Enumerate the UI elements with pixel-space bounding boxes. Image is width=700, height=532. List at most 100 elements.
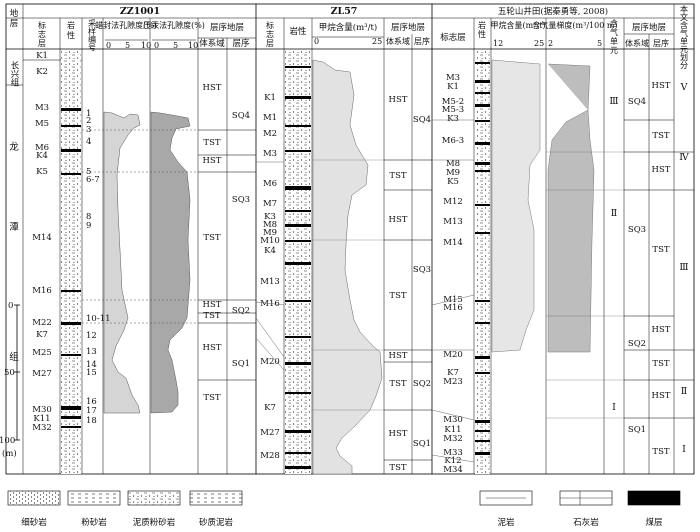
zl57-tract-label: TST <box>389 379 406 389</box>
legend-item: 石灰岩 <box>559 490 613 528</box>
cbm-unit-label: Ⅰ <box>682 444 686 455</box>
svg-text:岩: 岩 <box>478 20 486 30</box>
coal-seam <box>475 170 490 172</box>
coal-seam <box>475 142 490 145</box>
wulunshan-gas-tick: 12 <box>493 39 503 48</box>
coal-seam <box>285 452 311 454</box>
wulunshan-sequence-label: SQ3 <box>628 225 646 235</box>
legend-swatch <box>67 490 121 506</box>
coal-seam <box>285 125 311 127</box>
wulunshan-marker-label: M20 <box>443 350 463 360</box>
wulunshan-marker-label: M32 <box>443 434 463 444</box>
wulunshan-sequence-label: SQ2 <box>628 339 646 349</box>
zl57-marker-label: M20 <box>260 357 280 367</box>
wulunshan-gas-tick: 25 <box>534 39 544 48</box>
svg-text:号: 号 <box>88 43 96 52</box>
wulunshan-tract-label: HST <box>652 81 671 91</box>
wulunshan-marker-label: M34 <box>443 465 463 475</box>
zl57-tract-label: HST <box>389 429 408 439</box>
zl57-sequence-label: SQ1 <box>413 439 431 449</box>
zz1001-sample-label: 13 <box>86 347 97 357</box>
zl57-sequence-group-header: 层序地层 <box>391 22 425 33</box>
legend-label: 石灰岩 <box>573 517 599 528</box>
zz1001-tract-label: HST <box>203 300 222 310</box>
zl57-axis-tick: 0 <box>314 37 319 46</box>
zz1001-marker-label: M25 <box>32 348 52 358</box>
wulunshan-lithology-column <box>475 50 490 474</box>
svg-text:标: 标 <box>266 20 274 30</box>
zz1001-sequence-label: SQ1 <box>232 359 250 369</box>
coal-seam <box>475 120 490 122</box>
zl57-marker-header: 标志层 <box>266 20 274 48</box>
coal-seam <box>475 372 490 374</box>
coal-seam <box>61 125 81 127</box>
zz1001-tract-label: HST <box>203 83 222 93</box>
legend-item: 粉砂岩 <box>67 490 121 528</box>
legend: 细砂岩粉砂岩泥质粉砂岩砂质泥岩泥岩石灰岩煤层 <box>7 490 681 528</box>
longtan-formation-char: 龙 <box>9 141 19 153</box>
cbm-unit-label: Ⅱ <box>681 386 687 397</box>
coal-seam <box>285 336 311 338</box>
legend-label: 粉砂岩 <box>81 517 107 528</box>
wulunshan-tract-label: TST <box>652 131 669 141</box>
zl57-tract-label: TST <box>389 291 406 301</box>
correlation-lines <box>255 119 475 463</box>
zl57-marker-label: K4 <box>264 246 276 256</box>
wulunshan-gas-unit-label: Ⅰ <box>612 402 616 413</box>
svg-text:层: 层 <box>10 19 19 29</box>
coal-seam <box>61 108 81 111</box>
longtan-formation-char: 潭 <box>9 221 19 233</box>
zl57-tract-label: TST <box>389 463 406 473</box>
legend-swatch <box>127 490 181 506</box>
legend-label: 泥质粉砂岩 <box>133 517 176 528</box>
zz1001-sample-label: 17 <box>86 406 97 416</box>
coal-seam <box>475 204 490 206</box>
zl57-marker-label: M28 <box>260 451 280 461</box>
coal-seam <box>61 416 81 419</box>
wulunshan-gradient-tick: 5 <box>597 39 602 48</box>
zz1001-wax-axis-tick: 0 <box>106 41 111 50</box>
zz1001-sample-label: 9 <box>86 221 91 231</box>
changxing-formation-label: 长兴组 <box>9 61 19 87</box>
depth-scale: 0 50 100 (m) <box>0 301 20 459</box>
wulunshan-sequence-label: SQ4 <box>628 97 646 107</box>
zz1001-lithology-header: 岩性 <box>67 20 75 40</box>
svg-text:含: 含 <box>610 18 618 28</box>
zz1001-sequence-label: SQ3 <box>232 195 250 205</box>
wulunshan-gradient-header: 含气量梯度(m³/100 m) <box>532 20 617 30</box>
zz1001-sequence-label: SQ2 <box>232 306 250 316</box>
svg-text:本: 本 <box>680 4 688 14</box>
coal-seam <box>61 322 81 325</box>
coal-seam <box>285 392 311 394</box>
zl57-marker-label: M3 <box>263 149 277 159</box>
wulunshan-tract-label: TST <box>652 245 669 255</box>
zz1001-marker-label: K7 <box>36 330 48 340</box>
coal-seam <box>475 452 490 455</box>
coal-seam <box>285 240 311 242</box>
zz1001-marker-label: M5 <box>35 119 49 129</box>
zz1001-sample-label: 1 <box>86 109 91 119</box>
coal-seam <box>285 430 311 433</box>
zl57-sequence-label: SQ2 <box>413 379 431 389</box>
zl57-marker-label: K3 <box>264 212 276 222</box>
zz1001-sample-label: 5 <box>86 167 91 177</box>
zz1001-stratum-header: 地层 <box>10 8 19 29</box>
zz1001-tract-label: TST <box>203 393 220 403</box>
zz1001-sample-label: 10-11 <box>86 314 111 324</box>
wulunshan-marker-label: M23 <box>443 377 463 387</box>
zz1001-marker-label: M30 <box>32 405 52 415</box>
zz1001-mercury-porosity-header: 压汞法孔隙度(%) <box>143 20 205 30</box>
zl57-marker-label: M13 <box>260 277 280 287</box>
zl57-tract-label: HST <box>389 95 408 105</box>
wulunshan-lithology-header: 岩性 <box>478 20 486 39</box>
coal-seam <box>475 430 490 432</box>
zz1001-marker-label: M16 <box>32 286 52 296</box>
wulunshan-marker-label: M16 <box>443 303 463 313</box>
zz1001-sample-label: 6-7 <box>86 175 100 185</box>
wulunshan-marker-label: M30 <box>443 415 463 425</box>
svg-text:单: 单 <box>610 36 618 46</box>
zz1001-tract-label: TST <box>203 233 220 243</box>
